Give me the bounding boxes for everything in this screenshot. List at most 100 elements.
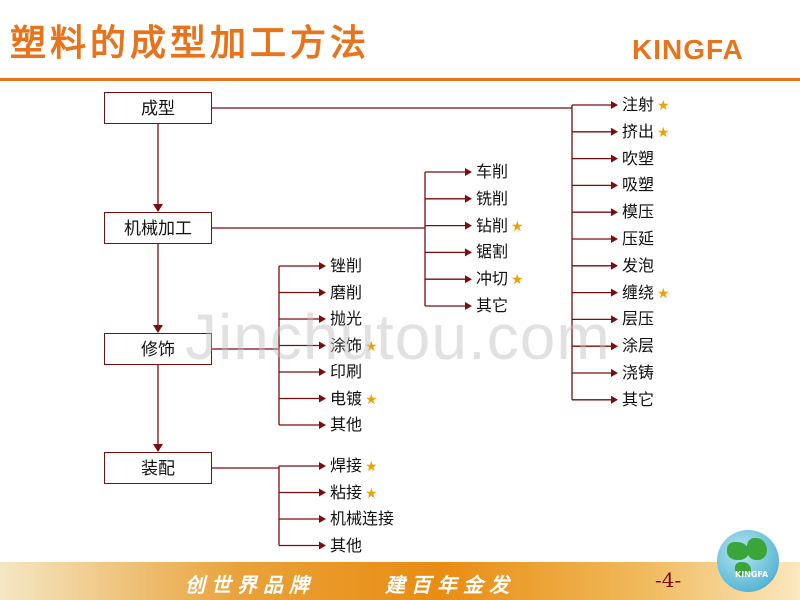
box-zhuangpei: 装配: [104, 452, 212, 484]
leaf-label: 模压: [622, 202, 655, 222]
star-icon: ★: [657, 285, 670, 302]
leaf-zhuangpei: 机械连接: [330, 509, 394, 529]
footer-bar: [0, 562, 800, 600]
leaf-label: 机械连接: [330, 509, 395, 528]
title-underline: [0, 78, 800, 81]
watermark: Jinchutou.com: [185, 301, 611, 373]
leaf-chengxing: 注射★: [622, 95, 670, 116]
leaf-xiushi: 锉削: [330, 256, 362, 276]
leaf-label: 其它: [622, 389, 655, 409]
leaf-chengxing: 压延: [622, 229, 654, 249]
right-arrow: [611, 315, 618, 324]
leaf-chengxing: 浇铸: [622, 363, 654, 383]
right-arrow: [611, 208, 618, 217]
right-arrow: [319, 421, 326, 429]
leaf-xiushi: 印刷: [330, 362, 362, 382]
leaf-label: 吹塑: [622, 148, 655, 168]
leaf-zhuangpei: 焊接★: [330, 456, 378, 477]
right-arrow: [611, 127, 618, 136]
leaf-label: 粘接: [330, 482, 363, 502]
leaf-jixie: 锯割: [476, 242, 508, 262]
leaf-label: 其他: [330, 535, 363, 555]
leaf-xiushi: 其他: [330, 415, 362, 435]
right-arrow: [611, 369, 618, 377]
down-arrow: [153, 204, 163, 212]
globe-logo-text: KINGFA: [735, 570, 769, 579]
leaf-label: 注射: [622, 95, 655, 114]
leaf-label: 涂层: [622, 336, 655, 356]
leaf-label: 车削: [476, 162, 509, 181]
leaf-label: 涂饰: [330, 335, 363, 355]
footer-slogan-right: 建百年金发: [385, 573, 515, 597]
down-arrow: [153, 444, 163, 452]
right-arrow: [611, 235, 618, 243]
right-arrow: [319, 368, 326, 376]
star-icon: ★: [511, 272, 524, 289]
right-arrow: [465, 275, 472, 284]
right-arrow: [465, 221, 472, 230]
star-icon: ★: [657, 98, 670, 114]
leaf-label: 其它: [476, 296, 509, 315]
footer-slogan-left: 创世界品牌: [185, 573, 315, 597]
star-icon: ★: [365, 459, 378, 475]
leaf-label: 其他: [330, 415, 363, 434]
right-arrow: [611, 395, 618, 404]
right-arrow: [611, 261, 618, 270]
box-xiushi: 修饰: [104, 333, 212, 365]
right-arrow: [611, 288, 618, 297]
kingfa-logo: KINGFA: [632, 34, 744, 65]
leaf-chengxing: 缠绕★: [622, 283, 670, 304]
right-arrow: [465, 194, 472, 203]
page-title: 塑料的成型加工方法: [10, 22, 371, 64]
leaf-label: 铣削: [476, 188, 509, 208]
leaf-label: 浇铸: [622, 363, 655, 382]
down-arrow: [153, 325, 163, 333]
right-arrow: [611, 181, 618, 190]
box-chengxing: 成型: [104, 92, 212, 124]
box-jixie: 机械加工: [104, 212, 212, 244]
leaf-label: 锉削: [330, 256, 363, 275]
globe-logo-icon: [717, 530, 779, 592]
page-number: -4-: [655, 568, 682, 592]
right-arrow: [319, 394, 326, 403]
leaf-label: 磨削: [330, 282, 363, 302]
right-arrow: [465, 302, 472, 310]
leaf-xiushi: 磨削: [330, 283, 362, 303]
star-icon: ★: [365, 338, 378, 355]
leaf-label: 吸塑: [622, 175, 655, 195]
leaf-chengxing: 涂层: [622, 336, 654, 356]
right-arrow: [319, 288, 326, 297]
leaf-xiushi: 涂饰★: [330, 336, 378, 357]
right-arrow: [611, 342, 618, 351]
right-arrow: [465, 168, 472, 176]
star-icon: ★: [365, 391, 378, 408]
right-arrow: [465, 248, 472, 257]
leaf-chengxing: 模压: [622, 202, 654, 222]
leaf-xiushi: 电镀★: [330, 389, 378, 410]
leaf-label: 发泡: [622, 255, 655, 275]
leaf-label: 锯割: [476, 242, 509, 262]
leaf-label: 压延: [622, 229, 655, 248]
leaf-label: 缠绕: [622, 282, 655, 302]
leaf-jixie: 铣削: [476, 189, 508, 209]
star-icon: ★: [511, 218, 524, 235]
leaf-chengxing: 挤出★: [622, 122, 670, 143]
right-arrow: [319, 341, 326, 350]
leaf-chengxing: 发泡: [622, 256, 654, 276]
leaf-chengxing: 吹塑: [622, 149, 654, 169]
leaf-jixie: 车削: [476, 162, 508, 182]
right-arrow: [611, 154, 618, 163]
right-arrow: [319, 488, 326, 497]
leaf-zhuangpei: 粘接★: [330, 483, 378, 504]
leaf-chengxing: 层压: [622, 309, 654, 329]
leaf-chengxing: 吸塑: [622, 175, 654, 195]
right-arrow: [611, 101, 618, 109]
leaf-label: 钻削: [476, 215, 509, 235]
right-arrow: [319, 515, 326, 523]
leaf-label: 印刷: [330, 362, 363, 381]
leaf-jixie: 冲切★: [476, 269, 524, 290]
right-arrow: [319, 262, 326, 270]
star-icon: ★: [365, 485, 378, 502]
right-arrow: [319, 315, 326, 323]
